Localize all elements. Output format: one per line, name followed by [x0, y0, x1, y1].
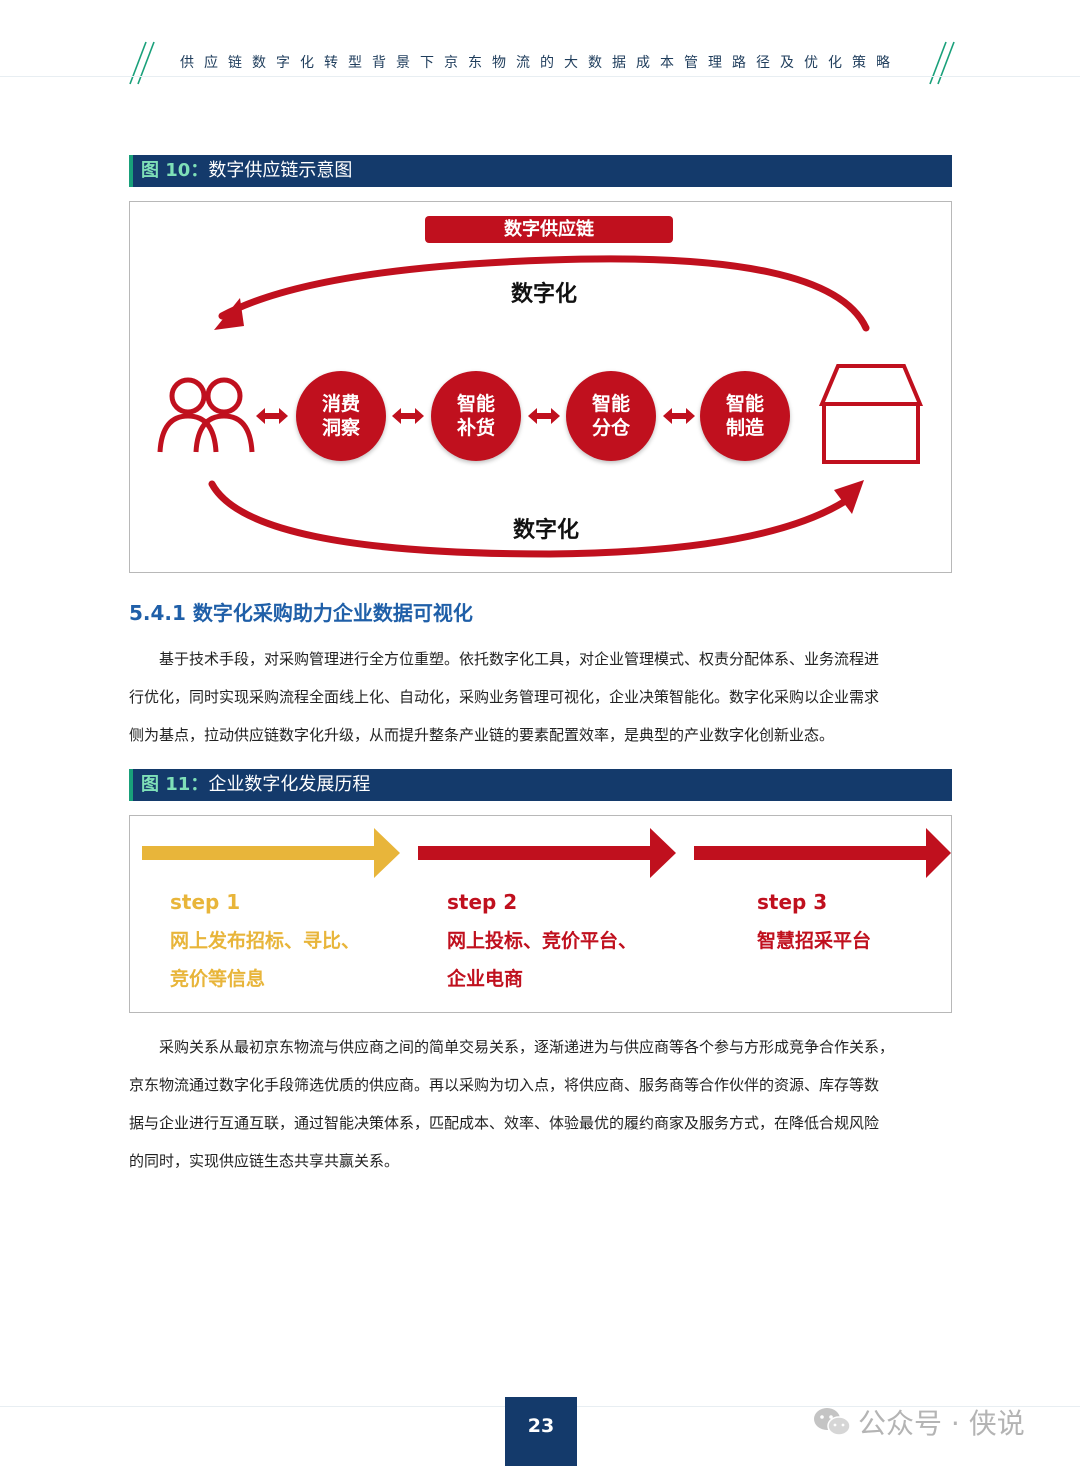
step-text-line2: 竞价等信息	[170, 968, 266, 990]
decorative-slash-icon	[929, 41, 955, 85]
decorative-slash-icon	[129, 41, 155, 85]
section-paragraph: 基于技术手段，对采购管理进行全方位重塑。依托数字化工具，对企业管理模式、权责分配…	[129, 640, 952, 754]
step-label: step 1	[170, 890, 241, 914]
step-arrows	[142, 828, 951, 878]
bottom-arc-arrow	[208, 480, 854, 558]
factory-icon	[818, 364, 924, 464]
watermark-text: 公众号 · 侠说	[858, 1407, 1025, 1440]
double-arrow-icon	[256, 408, 288, 424]
node-label-line1: 智能	[725, 393, 764, 415]
page-header: 供应链数字化转型背景下京东物流的大数据成本管理路径及优化策略	[0, 38, 1080, 88]
figure-10-number: 图 10：	[141, 160, 209, 181]
node-label-line1: 消费	[321, 393, 360, 415]
people-icon	[157, 377, 255, 453]
node-label-line2: 补货	[456, 417, 495, 439]
step-text-line1: 智慧招采平台	[757, 930, 872, 952]
step-3-arrow	[694, 828, 951, 878]
top-digital-label: 数字化	[510, 282, 577, 307]
watermark: 公众号 · 侠说	[812, 1402, 1025, 1442]
node-smart-manufacturing: 智能 制造	[700, 371, 790, 461]
double-arrow-icon	[392, 408, 424, 424]
paragraph-line: 的同时，实现供应链生态共享共赢关系。	[129, 1152, 400, 1170]
figure-11-steps: step 1 网上发布招标、寻比、 竞价等信息 step 2 网上投标、竞价平台…	[129, 815, 952, 1013]
wechat-icon	[814, 1408, 851, 1436]
step-text-line1: 网上投标、竞价平台、	[447, 930, 638, 952]
step-2: step 2 网上投标、竞价平台、 企业电商	[447, 890, 637, 998]
paragraph-line: 采购关系从最初京东物流与供应商之间的简单交易关系，逐渐递进为与供应商等各个参与方…	[159, 1038, 895, 1056]
header-rule	[0, 76, 1080, 77]
figure-11-caption: 企业数字化发展历程	[208, 774, 371, 795]
step-2-arrow	[418, 828, 676, 878]
top-arc-arrowhead	[214, 298, 244, 330]
paragraph-line: 侧为基点，拉动供应链数字化升级，从而提升整条产业链的要素配置效率，是典型的产业数…	[129, 726, 835, 744]
node-consumer-insight: 消费 洞察	[296, 371, 386, 461]
header-title: 供应链数字化转型背景下京东物流的大数据成本管理路径及优化策略	[180, 55, 900, 71]
paragraph-line: 行优化，同时实现采购流程全面线上化、自动化，采购业务管理可视化，企业决策智能化。…	[129, 688, 880, 706]
bottom-arc-arrowhead	[834, 480, 864, 514]
step-label: step 3	[757, 890, 828, 914]
step-3: step 3 智慧招采平台	[757, 890, 871, 960]
node-label-line2: 洞察	[321, 417, 360, 439]
paragraph-line: 京东物流通过数字化手段筛选优质的供应商。再以采购为切入点，将供应商、服务商等合作…	[129, 1076, 880, 1094]
node-label-line1: 智能	[456, 393, 495, 415]
paragraph-line: 基于技术手段，对采购管理进行全方位重塑。依托数字化工具，对企业管理模式、权责分配…	[159, 650, 880, 668]
node-label-line2: 制造	[725, 417, 764, 439]
node-smart-replenish: 智能 补货	[431, 371, 521, 461]
supply-chain-banner: 数字供应链	[425, 216, 673, 243]
page-number: 23	[505, 1397, 577, 1466]
double-arrow-icon	[663, 408, 695, 424]
step-label: step 2	[447, 890, 518, 914]
step-1: step 1 网上发布招标、寻比、 竞价等信息	[170, 890, 360, 998]
section-heading: 5.4.1 数字化采购助力企业数据可视化	[129, 601, 473, 625]
step-text-line1: 网上发布招标、寻比、	[170, 930, 361, 952]
figure-10-diagram: 数字供应链 数字化 数字化 消费 洞察 智能 补货 智能 分仓 智能 制造	[129, 201, 952, 573]
top-arc-arrow	[218, 255, 870, 332]
figure-11-title: 图 11：企业数字化发展历程	[129, 769, 952, 801]
bottom-digital-label: 数字化	[512, 518, 579, 543]
step-text-line2: 企业电商	[447, 968, 524, 990]
body-paragraph: 采购关系从最初京东物流与供应商之间的简单交易关系，逐渐递进为与供应商等各个参与方…	[129, 1028, 952, 1180]
node-label-line1: 智能	[591, 393, 630, 415]
node-smart-warehouse: 智能 分仓	[566, 371, 656, 461]
figure-10-title: 图 10：数字供应链示意图	[129, 155, 952, 187]
double-arrow-icon	[528, 408, 560, 424]
figure-10-caption: 数字供应链示意图	[208, 160, 353, 181]
paragraph-line: 据与企业进行互通互联，通过智能决策体系，匹配成本、效率、体验最优的履约商家及服务…	[129, 1114, 880, 1132]
step-1-arrow	[142, 828, 400, 878]
node-label-line2: 分仓	[591, 417, 630, 439]
cycle-arrows	[208, 255, 870, 558]
figure-11-number: 图 11：	[141, 774, 209, 795]
